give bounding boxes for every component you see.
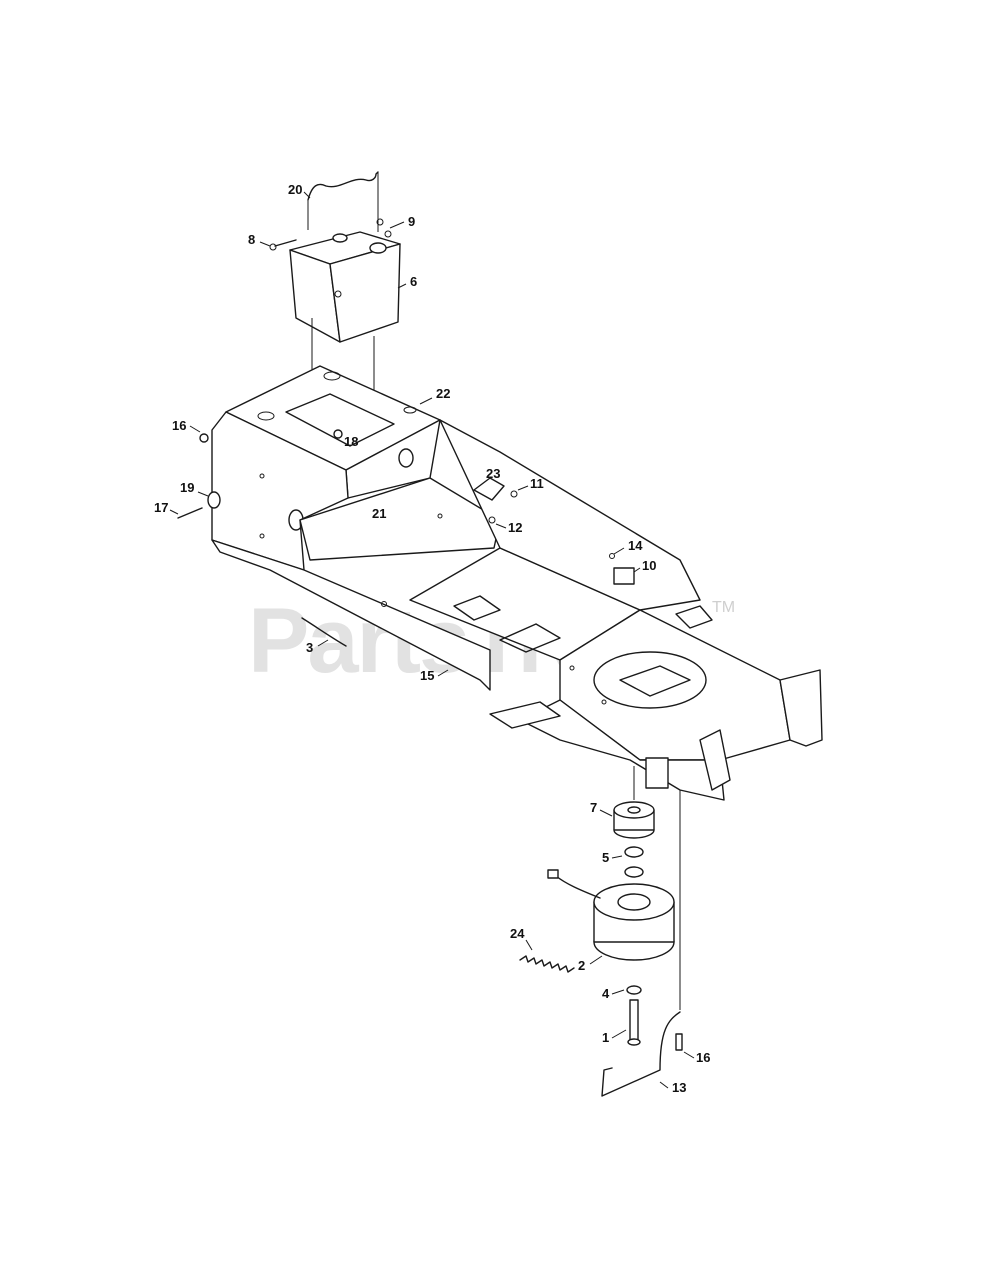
callout-15: 15: [420, 668, 434, 683]
callout-6: 6: [410, 274, 417, 289]
frame-assembly: [177, 365, 823, 1010]
callout-21: 21: [372, 506, 386, 521]
callout-20: 20: [288, 182, 302, 197]
callout-14: 14: [628, 538, 643, 553]
callout-7: 7: [590, 800, 597, 815]
callout-18: 18: [344, 434, 358, 449]
callout-16-upper: 16: [172, 418, 186, 433]
callout-19: 19: [180, 480, 194, 495]
callout-24: 24: [510, 926, 525, 941]
callout-13: 13: [672, 1080, 686, 1095]
callout-12: 12: [508, 520, 522, 535]
callout-4: 4: [602, 986, 610, 1001]
clutch-assembly: [519, 801, 683, 1097]
callout-11: 11: [530, 476, 544, 491]
callout-3: 3: [306, 640, 313, 655]
callout-9: 9: [408, 214, 415, 229]
watermark-trademark: TM: [712, 599, 735, 616]
callout-16-lower: 16: [696, 1050, 710, 1065]
callout-8: 8: [248, 232, 255, 247]
callout-23: 23: [486, 466, 500, 481]
callout-10: 10: [642, 558, 656, 573]
callout-17: 17: [154, 500, 168, 515]
callout-2: 2: [578, 958, 585, 973]
callout-22: 22: [436, 386, 450, 401]
callout-labels: 20 9 8 6 22 16 18 23 11 19 17 21 12 14 1…: [154, 182, 710, 1095]
battery-assembly: [269, 171, 401, 420]
callout-1: 1: [602, 1030, 609, 1045]
callout-5: 5: [602, 850, 609, 865]
